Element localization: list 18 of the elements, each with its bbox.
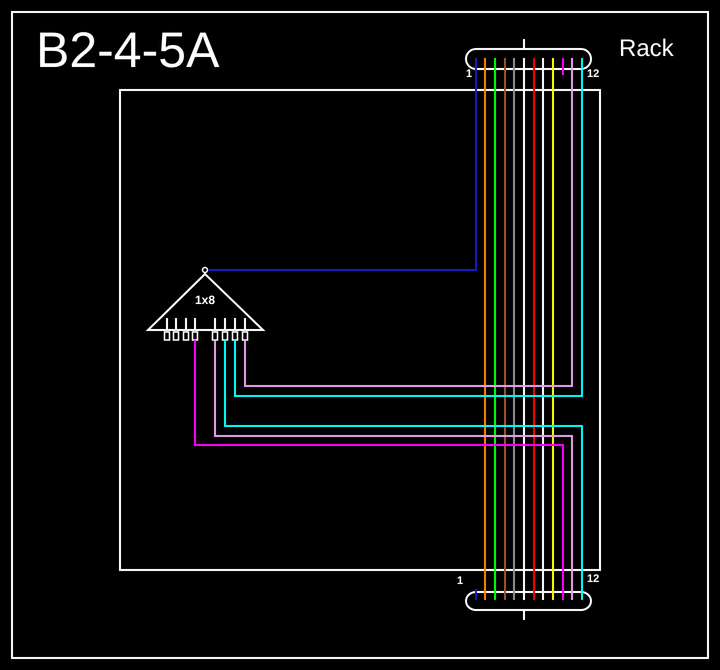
fiber-line: [494, 58, 496, 600]
fiber-line: [562, 58, 564, 75]
fiber-line: [513, 58, 515, 600]
port-number: 12: [587, 68, 600, 81]
fiber-line: [523, 58, 525, 600]
rack-label: Rack: [619, 36, 674, 62]
diagram-title: B2-4-5A: [36, 22, 220, 78]
port-number: 1: [466, 68, 472, 81]
fiber-line: [533, 58, 535, 600]
port-number: 1: [457, 575, 464, 588]
fiber-line: [208, 58, 477, 271]
fiber-line: [542, 58, 544, 600]
fiber-line: [552, 58, 554, 600]
fiber-line: [475, 589, 477, 600]
splitter-label: 1x8: [194, 293, 216, 307]
port-number: 12: [587, 573, 600, 586]
fiber-line: [504, 58, 506, 600]
fiber-line: [484, 58, 486, 600]
